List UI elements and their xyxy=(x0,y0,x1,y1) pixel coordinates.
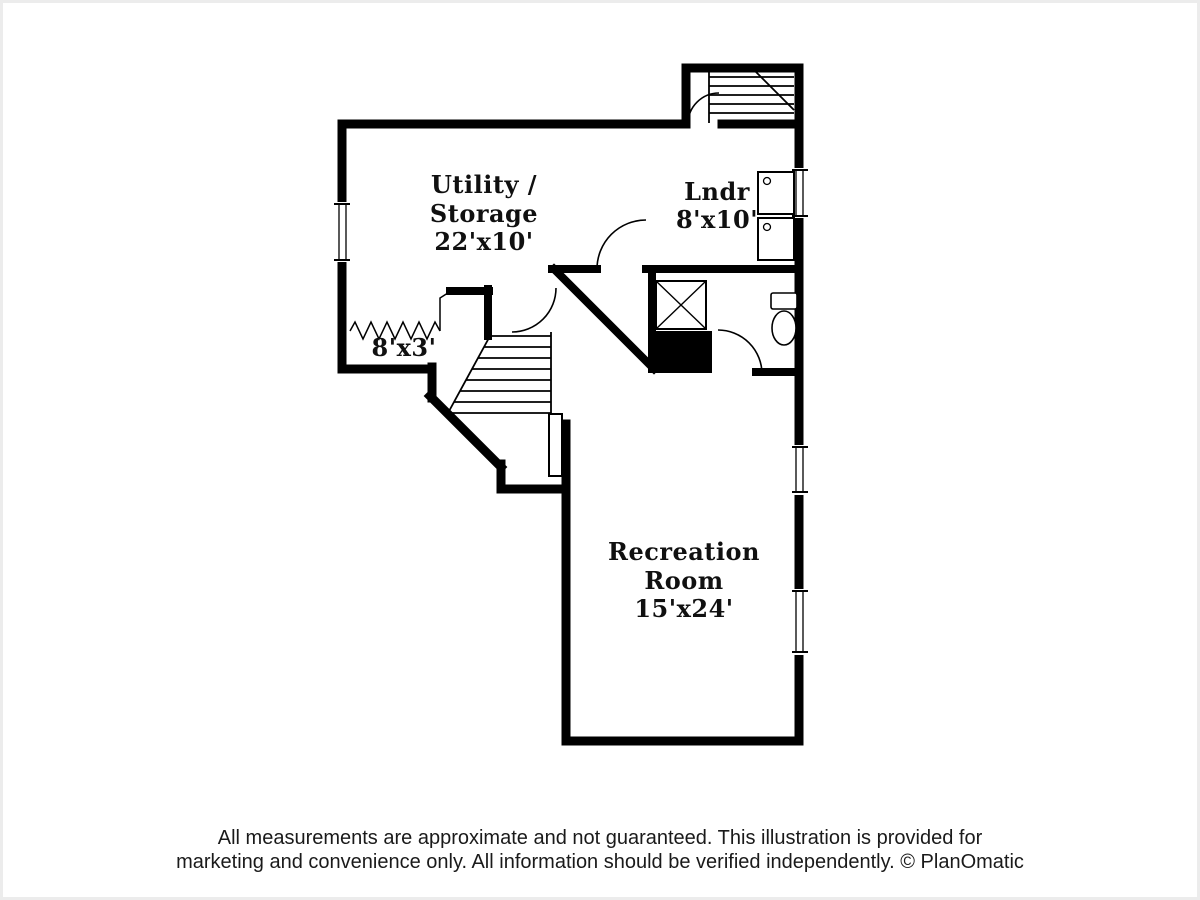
exterior-walls xyxy=(337,63,804,746)
interior-walls xyxy=(446,263,803,376)
chimney-block xyxy=(648,331,712,373)
stairs-upper xyxy=(708,67,795,123)
break-line-closet xyxy=(349,320,441,341)
wall-diagonal-inner xyxy=(548,263,660,375)
washer-dryer xyxy=(757,171,795,261)
utility-room-name-line2: Storage xyxy=(430,199,538,228)
door-arc-bump xyxy=(687,92,720,125)
closet-dims: 8'x3' xyxy=(372,333,437,362)
recreation-room-name-line1: Recreation xyxy=(608,537,760,566)
laundry-room-name: Lndr xyxy=(684,177,750,206)
shower xyxy=(655,280,707,330)
stairs-main-edge xyxy=(447,335,491,414)
recreation-room-dims: 15'x24' xyxy=(634,594,733,623)
door-arc-stair-top xyxy=(511,287,557,333)
door-arc-bathroom xyxy=(717,329,763,375)
stairs-upper-winder xyxy=(751,67,795,111)
disclaimer-line1: All measurements are approximate and not… xyxy=(217,827,983,849)
door-arc-utility xyxy=(596,219,647,270)
stairs-main xyxy=(447,332,552,420)
window-recreation-1 xyxy=(791,445,809,495)
door-arcs xyxy=(511,92,763,375)
disclaimer: All measurements are approximate and not… xyxy=(0,826,1200,874)
window-left xyxy=(334,202,350,262)
closet-jog-line xyxy=(439,290,452,331)
recreation-room-name-line2: Room xyxy=(644,566,723,595)
window-recreation-2 xyxy=(791,589,809,655)
utility-room-name-line1: Utility / xyxy=(431,170,537,199)
toilet xyxy=(770,292,798,346)
window-laundry xyxy=(791,168,809,218)
wall-diagonal-outer xyxy=(423,389,508,474)
disclaimer-line2: marketing and convenience only. All info… xyxy=(176,851,1024,873)
laundry-room-dims: 8'x10' xyxy=(676,205,758,234)
utility-room-dims: 22'x10' xyxy=(434,227,533,256)
door-leaf-recreation xyxy=(548,413,563,477)
